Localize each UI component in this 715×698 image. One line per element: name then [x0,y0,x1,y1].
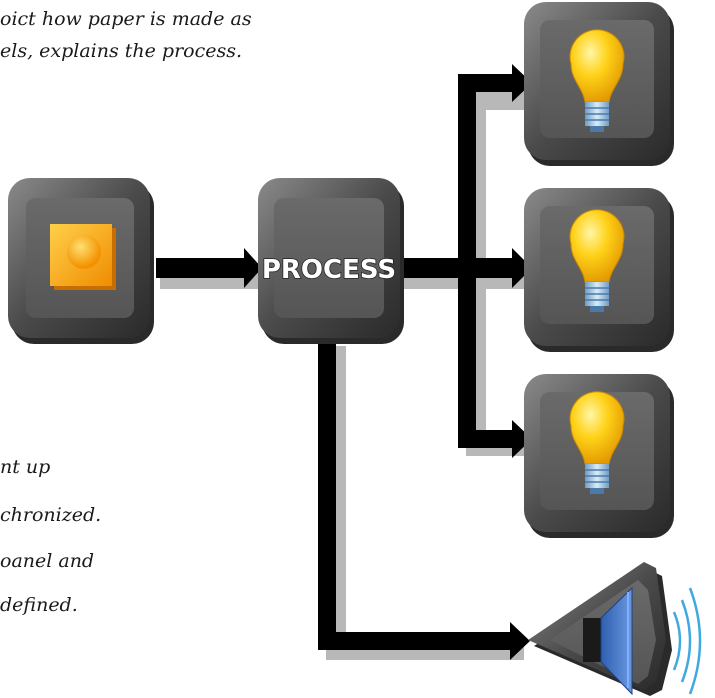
arrow-to-bulb-3 [512,420,532,458]
arrow-to-bulb-1 [512,64,532,102]
caption-line-3: nt up [0,456,51,478]
output-tile-1 [524,2,674,166]
speaker-sound-icon [583,586,702,696]
output-tile-2 [524,188,674,352]
arrow-to-bulb-2 [512,248,532,288]
caption-line-4: chronized. [0,504,102,526]
caption-line-6: defined. [0,594,78,616]
caption-line-1: oict how paper is made as [0,8,252,30]
light-bulb-icon [569,29,625,132]
light-bulb-icon [569,209,625,312]
process-tile: PROCESS [258,178,404,344]
arrow-to-process [244,248,262,288]
speaker-tile [528,562,702,696]
orange-square-button-icon [50,224,116,290]
input-tile [8,178,154,344]
connector-lines [156,64,532,660]
light-bulb-icon [569,391,625,494]
output-tile-3 [524,374,674,538]
process-label: PROCESS [262,255,396,285]
caption-line-2: els, explains the process. [0,40,243,62]
arrow-to-speaker [510,622,530,660]
caption-line-5: oanel and [0,550,95,572]
